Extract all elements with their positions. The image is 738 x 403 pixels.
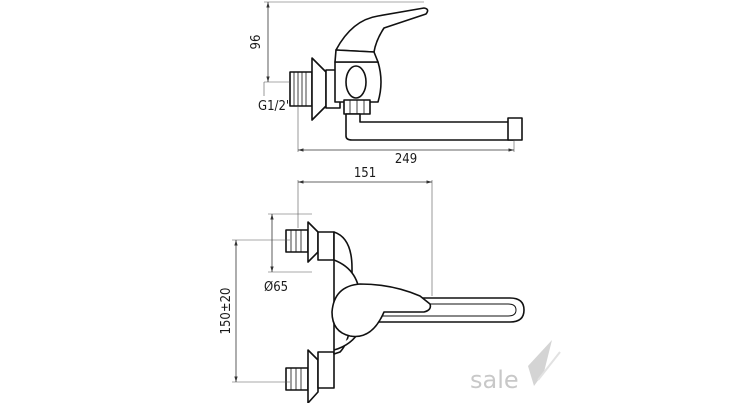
watermark-text: sale (470, 366, 519, 394)
upper-connector-nut (317, 231, 335, 261)
dim-flange-label: Ø65 (264, 280, 288, 295)
wall-flange (311, 57, 327, 121)
upper-inlet-pipe (285, 229, 309, 253)
spout-inner-line (360, 303, 517, 317)
front-view: 151 Ø65 150±20 (219, 166, 525, 403)
dim-spout-label: 249 (395, 152, 417, 167)
dim-center-label: 150±20 (219, 288, 234, 335)
lower-connector-nut (317, 351, 335, 389)
lower-flange (307, 349, 319, 403)
lower-inlet-pipe (285, 367, 309, 391)
dim-width-label: 151 (354, 166, 376, 181)
swivel-spout (345, 113, 521, 141)
watermark: sale (470, 340, 561, 394)
dim-height-label: 96 (249, 35, 264, 50)
watermark-logo-icon (528, 340, 552, 386)
handle-base (334, 49, 379, 63)
spout-aerator (507, 117, 523, 141)
lever-handle (335, 7, 429, 53)
inlet-pipe (289, 71, 313, 107)
side-view: 96 G1/2" 249 (249, 1, 523, 167)
upper-flange (307, 221, 319, 263)
thread-label: G1/2" (258, 99, 291, 114)
lever-handle-front (331, 283, 432, 338)
body-cartridge (345, 65, 367, 99)
